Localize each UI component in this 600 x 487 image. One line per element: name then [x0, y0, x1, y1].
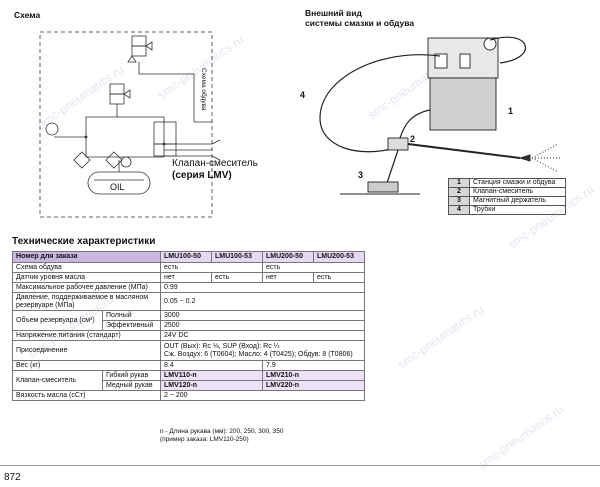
- cell: есть: [313, 272, 365, 283]
- row-label: Напряжение питания (стандарт): [12, 330, 161, 341]
- model-header: LMU100-50: [160, 251, 212, 263]
- cell: 3000: [160, 310, 365, 321]
- legend-num: 1: [448, 178, 470, 188]
- cell: 8.4: [160, 360, 263, 371]
- specs-table: Номер для заказа LMU100-50 LMU100-53 LMU…: [12, 251, 365, 401]
- table-row: Присоединение OUT (Вых): Rc ⅛, SUP (Вход…: [12, 340, 365, 361]
- mixer-series-label: (серия LMV): [172, 170, 232, 181]
- footnote-line1: n - Длина рукава (мм): 200, 250, 300, 35…: [160, 428, 284, 435]
- row-label: Объем резервуара (см³): [12, 310, 103, 331]
- cell: нет: [160, 272, 212, 283]
- cell: есть: [262, 262, 365, 273]
- blow-scheme-label: Схема обдува: [200, 68, 208, 111]
- table-row: Вязкость масла (сСт) 2 ~ 200: [12, 390, 365, 401]
- footnote: n - Длина рукава (мм): 200, 250, 300, 35…: [160, 428, 284, 444]
- row-label: Максимальное рабочее давление (МПа): [12, 282, 161, 293]
- row-label: Давление, поддерживаемое в масляном резе…: [12, 292, 161, 311]
- legend-label: Клапан-смеситель: [469, 187, 566, 197]
- mixer-label: Клапан-смеситель: [172, 158, 258, 169]
- model-header: LMU200-53: [313, 251, 365, 263]
- cell: нет: [262, 272, 314, 283]
- cell: есть: [160, 262, 263, 273]
- cell: 7.9: [262, 360, 365, 371]
- exterior-title-line1: Внешний вид: [305, 8, 362, 18]
- cell: LMV210-n: [262, 370, 365, 381]
- specs-title: Технические характеристики: [12, 236, 156, 247]
- cell: 2 ~ 200: [160, 390, 365, 401]
- row-label: Вес (кг): [12, 360, 161, 371]
- table-row: Медный рукав LMV120-n LMV220-n: [13, 380, 365, 391]
- ports-line1: OUT (Вых): Rc ⅛, SUP (Вход): Rc ¼: [164, 342, 280, 350]
- table-row: Схема обдува есть есть: [12, 262, 365, 273]
- legend-num: 4: [448, 205, 470, 215]
- table-row: Вес (кг) 8.4 7.9: [12, 360, 365, 371]
- callout-2: 2: [410, 134, 415, 144]
- model-header: LMU100-53: [211, 251, 263, 263]
- order-header: Номер для заказа: [12, 251, 161, 263]
- table-row: Номер для заказа LMU100-50 LMU100-53 LMU…: [12, 251, 365, 263]
- cell: OUT (Вых): Rc ⅛, SUP (Вход): Rc ¼ Сж. Во…: [160, 340, 365, 361]
- table-row: Датчик уровня масла нет есть нет есть: [12, 272, 365, 283]
- cell: LMV220-n: [262, 380, 365, 391]
- footnote-line2: (пример заказа: LMV110-250): [160, 436, 249, 443]
- table-row: Напряжение питания (стандарт) 24V DC: [12, 330, 365, 341]
- cell: 2500: [160, 320, 365, 331]
- callout-1: 1: [508, 106, 513, 116]
- callout-4: 4: [300, 90, 305, 100]
- exterior-title-line2: системы смазки и обдува: [305, 18, 415, 28]
- legend-num: 2: [448, 187, 470, 197]
- legend-num: 3: [448, 196, 470, 206]
- sub-label: Эффективный: [102, 320, 161, 331]
- row-label: Вязкость масла (сСт): [12, 390, 161, 401]
- cell: 0.99: [160, 282, 365, 293]
- schema-title: Схема: [14, 10, 41, 20]
- page-number: 872: [4, 472, 21, 483]
- row-label: Схема обдува: [12, 262, 161, 273]
- cell: 24V DC: [160, 330, 365, 341]
- table-row: Давление, поддерживаемое в масляном резе…: [12, 292, 365, 311]
- legend-label: Трубки: [469, 205, 566, 215]
- footer-divider: [0, 465, 600, 466]
- cell: 0.05 ~ 0.2: [160, 292, 365, 311]
- watermark: smc-pneumatics.ru: [395, 302, 487, 372]
- sub-label: Медный рукав: [102, 380, 161, 391]
- row-label: Клапан-смеситель: [12, 370, 103, 391]
- row-label: Присоединение: [12, 340, 161, 361]
- pneumatic-schematic: OIL Схема обдува: [39, 31, 221, 218]
- table-row: Объем резервуара (см³) Полный 3000: [12, 310, 365, 331]
- row-label: Датчик уровня масла: [12, 272, 161, 283]
- table-row: Клапан-смеситель Гибкий рукав LMV110-n L…: [12, 370, 365, 391]
- cell: LMV110-n: [160, 370, 263, 381]
- sub-label: Гибкий рукав: [102, 370, 161, 381]
- ports-line2: Сж. Воздух: 6 (T0604); Масло: 4 (T0425);…: [164, 350, 353, 358]
- sub-label: Полный: [102, 310, 161, 321]
- model-header: LMU200-50: [262, 251, 314, 263]
- table-row: Максимальное рабочее давление (МПа) 0.99: [12, 282, 365, 293]
- exterior-illustration: 1 2 3 4: [300, 36, 560, 195]
- cell: есть: [211, 272, 263, 283]
- legend-label: Магнитный держатель: [469, 196, 566, 206]
- watermark: smc-pneumatics.ru: [475, 402, 567, 472]
- cell: LMV120-n: [160, 380, 263, 391]
- callout-3: 3: [358, 170, 363, 180]
- legend-label: Станция смазки и обдува: [469, 178, 566, 188]
- oil-label: OIL: [110, 182, 125, 192]
